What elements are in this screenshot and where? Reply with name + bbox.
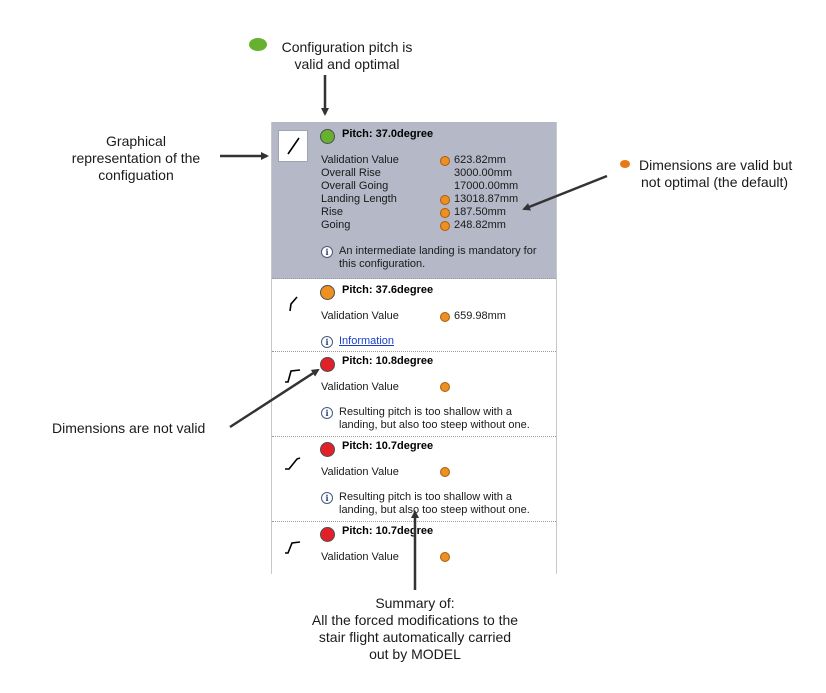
callout-line: Summary of: bbox=[375, 595, 455, 611]
stair-landing-icon bbox=[285, 457, 301, 470]
information-link[interactable]: Information bbox=[339, 335, 395, 347]
stair-graphic bbox=[278, 287, 306, 315]
callout-line: out by MODEL bbox=[369, 646, 461, 662]
callout-line: Dimensions are valid but bbox=[639, 157, 793, 173]
legend-warning-dot bbox=[620, 160, 630, 168]
prop-label: Validation Value bbox=[321, 381, 399, 393]
prop-label: Validation Value bbox=[321, 466, 399, 478]
info-icon: i bbox=[321, 407, 333, 419]
callout-line: not optimal (the default) bbox=[641, 174, 789, 190]
prop-label: Going bbox=[321, 219, 351, 231]
stair-landing-icon bbox=[285, 369, 301, 383]
status-valid-icon bbox=[320, 129, 335, 144]
prop-value: 3000.00mm bbox=[454, 167, 513, 179]
prop-value: 623.82mm bbox=[454, 154, 506, 166]
config-entry-5[interactable]: Pitch: 10.7degree Validation Value bbox=[272, 522, 556, 574]
callout-not-valid: Dimensions are not valid bbox=[52, 420, 206, 436]
status-invalid-icon bbox=[320, 527, 335, 542]
info-icon: i bbox=[321, 336, 333, 348]
prop-label: Overall Going bbox=[321, 180, 389, 192]
info-message: Resulting pitch is too shallow with a la… bbox=[339, 491, 530, 516]
callout-valid-not-optimal: Dimensions are valid but not optimal (th… bbox=[639, 157, 824, 191]
pitch-label: Pitch: 10.7degree bbox=[342, 440, 434, 452]
status-warning-icon bbox=[440, 156, 450, 166]
callout-valid-optimal: Configuration pitch is valid and optimal bbox=[262, 39, 432, 73]
prop-value: 659.98mm bbox=[454, 310, 506, 322]
stair-graphic bbox=[278, 358, 306, 386]
config-entry-4[interactable]: Pitch: 10.7degree Validation Value i Res… bbox=[272, 437, 556, 522]
status-warning-icon bbox=[440, 195, 450, 205]
status-warning-icon bbox=[320, 285, 335, 300]
config-entry-3[interactable]: Pitch: 10.8degree Validation Value i Res… bbox=[272, 352, 556, 437]
status-warning-icon bbox=[440, 221, 450, 231]
status-invalid-icon bbox=[320, 357, 335, 372]
prop-label: Validation Value bbox=[321, 154, 399, 166]
info-message: An intermediate landing is mandatory for… bbox=[339, 245, 537, 270]
status-warning-icon bbox=[440, 382, 450, 392]
callout-line: stair flight automatically carried bbox=[318, 629, 512, 645]
status-warning-icon bbox=[440, 208, 450, 218]
prop-value: 187.50mm bbox=[454, 206, 506, 218]
status-warning-icon bbox=[440, 552, 450, 562]
prop-label: Validation Value bbox=[321, 551, 399, 563]
legend-valid-dot bbox=[249, 38, 267, 51]
status-warning-icon bbox=[440, 467, 450, 477]
stair-landing-icon bbox=[285, 541, 301, 554]
prop-value: 248.82mm bbox=[454, 219, 506, 231]
prop-value: 13018.87mm bbox=[454, 193, 519, 205]
pitch-label: Pitch: 10.8degree bbox=[342, 355, 434, 367]
callout-line: Configuration pitch is bbox=[281, 39, 413, 55]
status-invalid-icon bbox=[320, 442, 335, 457]
stair-straight-icon bbox=[287, 137, 300, 155]
stair-graphic bbox=[278, 530, 306, 558]
stair-graphic bbox=[278, 445, 306, 473]
callout-line: representation of the bbox=[71, 150, 201, 166]
prop-value: 17000.00mm bbox=[454, 180, 519, 192]
status-warning-icon bbox=[440, 312, 450, 322]
prop-label: Rise bbox=[321, 206, 344, 218]
stair-graphic bbox=[278, 130, 308, 162]
prop-label: Landing Length bbox=[321, 193, 397, 205]
configuration-list[interactable]: Pitch: 37.0degree Validation Value 623.8… bbox=[271, 122, 557, 574]
pitch-label: Pitch: 37.0degree bbox=[342, 128, 434, 140]
callout-summary: Summary of: All the forced modifications… bbox=[290, 595, 540, 663]
callout-line: All the forced modifications to the bbox=[311, 612, 519, 628]
pitch-label: Pitch: 10.7degree bbox=[342, 525, 434, 537]
info-icon: i bbox=[321, 246, 333, 258]
info-message: Resulting pitch is too shallow with a la… bbox=[339, 406, 530, 431]
info-icon: i bbox=[321, 492, 333, 504]
callout-line: configuation bbox=[98, 167, 174, 183]
prop-label: Overall Rise bbox=[321, 167, 381, 179]
pitch-label: Pitch: 37.6degree bbox=[342, 284, 434, 296]
callout-graphical-representation: Graphical representation of the configua… bbox=[56, 133, 216, 184]
stair-steep-icon bbox=[289, 296, 298, 312]
callout-line: valid and optimal bbox=[294, 56, 400, 72]
callout-line: Graphical bbox=[106, 133, 166, 149]
config-entry-2[interactable]: Pitch: 37.6degree Validation Value 659.9… bbox=[272, 279, 556, 352]
prop-label: Validation Value bbox=[321, 310, 399, 322]
config-entry-1[interactable]: Pitch: 37.0degree Validation Value 623.8… bbox=[272, 122, 556, 279]
